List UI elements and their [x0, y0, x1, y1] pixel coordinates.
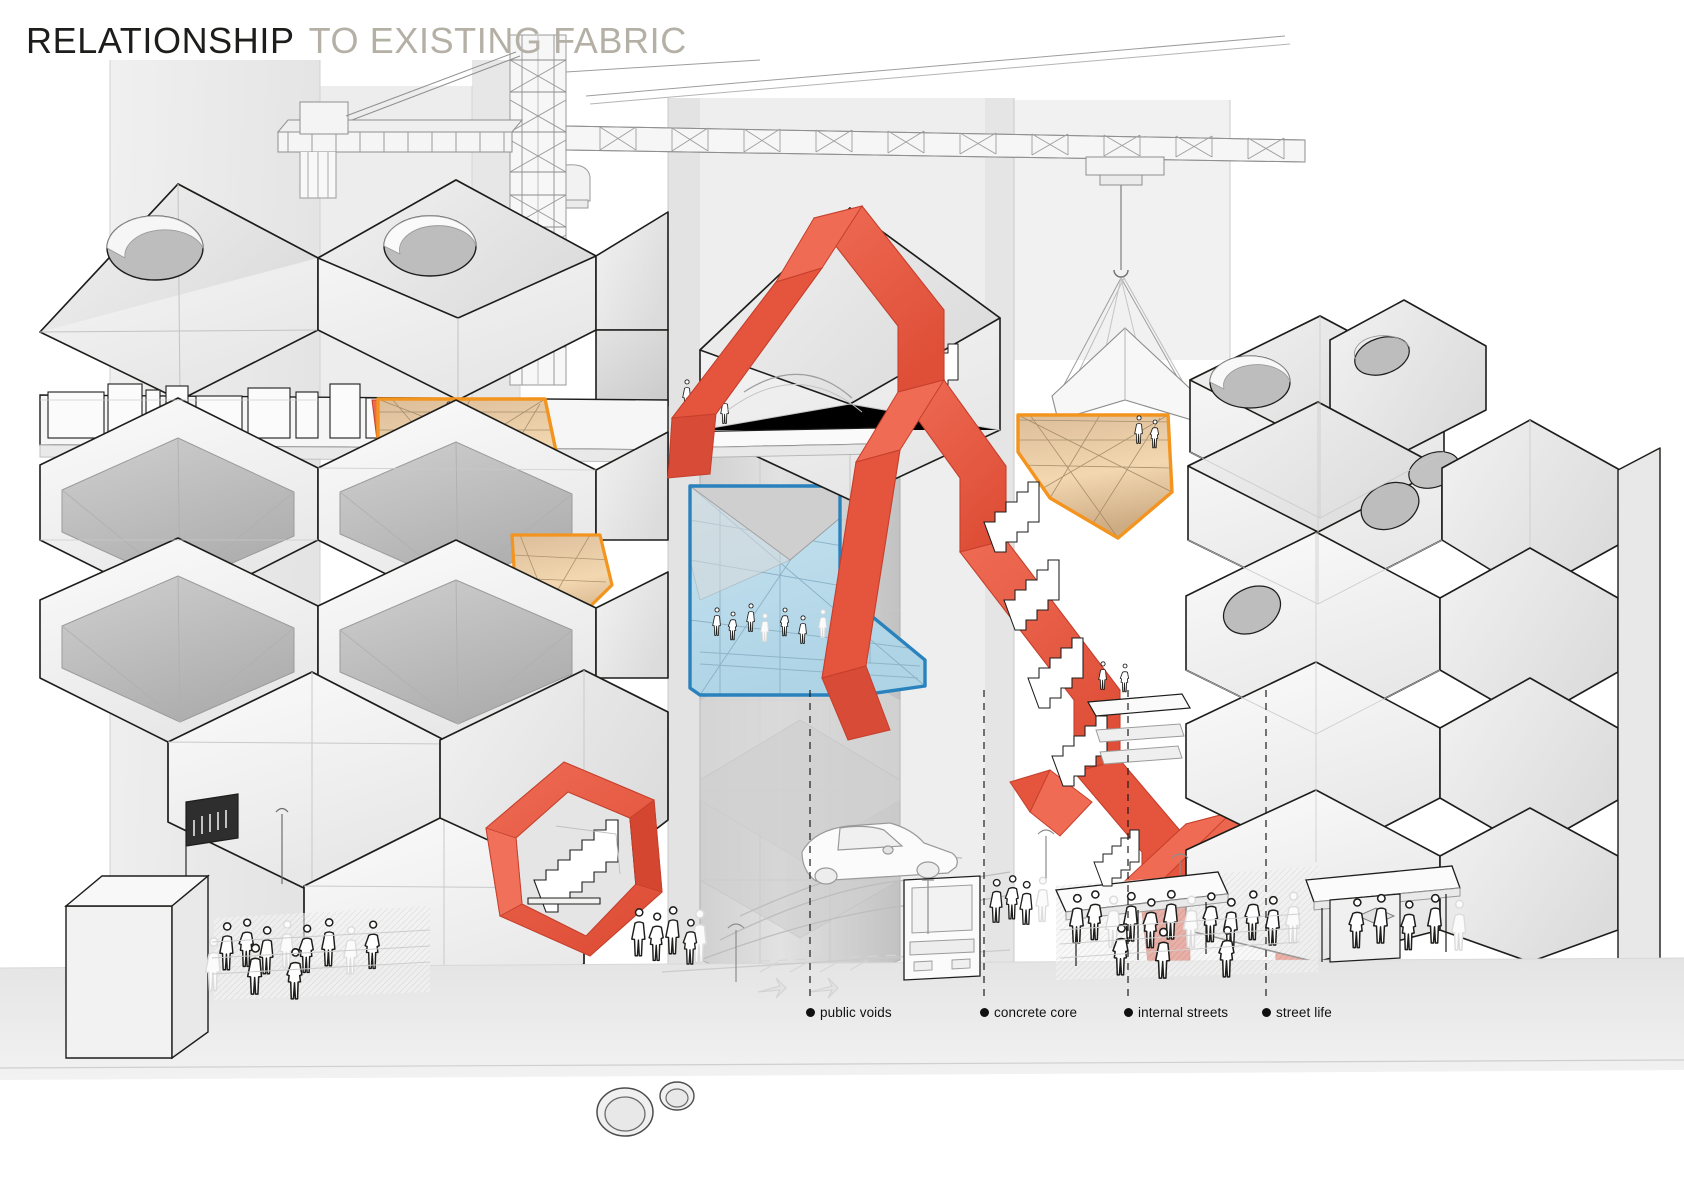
- public-void-orange-right: [1016, 413, 1174, 540]
- ground-light-wells: [596, 1081, 695, 1137]
- street-signboard: [185, 793, 239, 900]
- street-bus: [903, 875, 981, 981]
- street-crowd-left: [204, 906, 431, 1000]
- legend-bullet-icon: [980, 1008, 989, 1017]
- internal-street-hex-ring: [485, 761, 663, 957]
- legend-label: street life: [1276, 1005, 1332, 1020]
- hex-ring-staircase: [527, 819, 619, 913]
- crane-trolley-hook: [1057, 156, 1193, 399]
- left-module-cluster: [39, 179, 669, 1035]
- construction-lines: [40, 316, 1445, 862]
- street-market-right: [989, 829, 1467, 980]
- right-module-cluster: [1185, 299, 1661, 963]
- street-car: [801, 822, 958, 885]
- core-stair-landing: [1087, 661, 1191, 765]
- public-void-blue-atrium: [688, 484, 927, 697]
- left-low-building: [64, 874, 210, 1060]
- legend-item-concrete-core[interactable]: concrete core: [980, 1005, 1077, 1020]
- legend-label: internal streets: [1138, 1005, 1229, 1020]
- legend-label: concrete core: [994, 1005, 1078, 1020]
- central-cut-module: [675, 207, 1001, 501]
- crane-jib: [565, 35, 1306, 163]
- legend-item-street-life[interactable]: street life: [1262, 1005, 1332, 1020]
- road-markings: [741, 953, 923, 999]
- legend-bullet-icon: [1124, 1008, 1133, 1017]
- legend-item-public-voids[interactable]: public voids: [806, 1005, 892, 1020]
- street-furniture: [275, 807, 1189, 982]
- legend-bullet-icon: [806, 1008, 815, 1017]
- crane-counter-jib: [276, 51, 524, 199]
- core-stair-tower: [983, 481, 1108, 787]
- legend-bullet-icon: [1262, 1008, 1271, 1017]
- legend-item-internal-streets[interactable]: internal streets: [1124, 1005, 1228, 1020]
- legend-label: public voids: [820, 1005, 892, 1020]
